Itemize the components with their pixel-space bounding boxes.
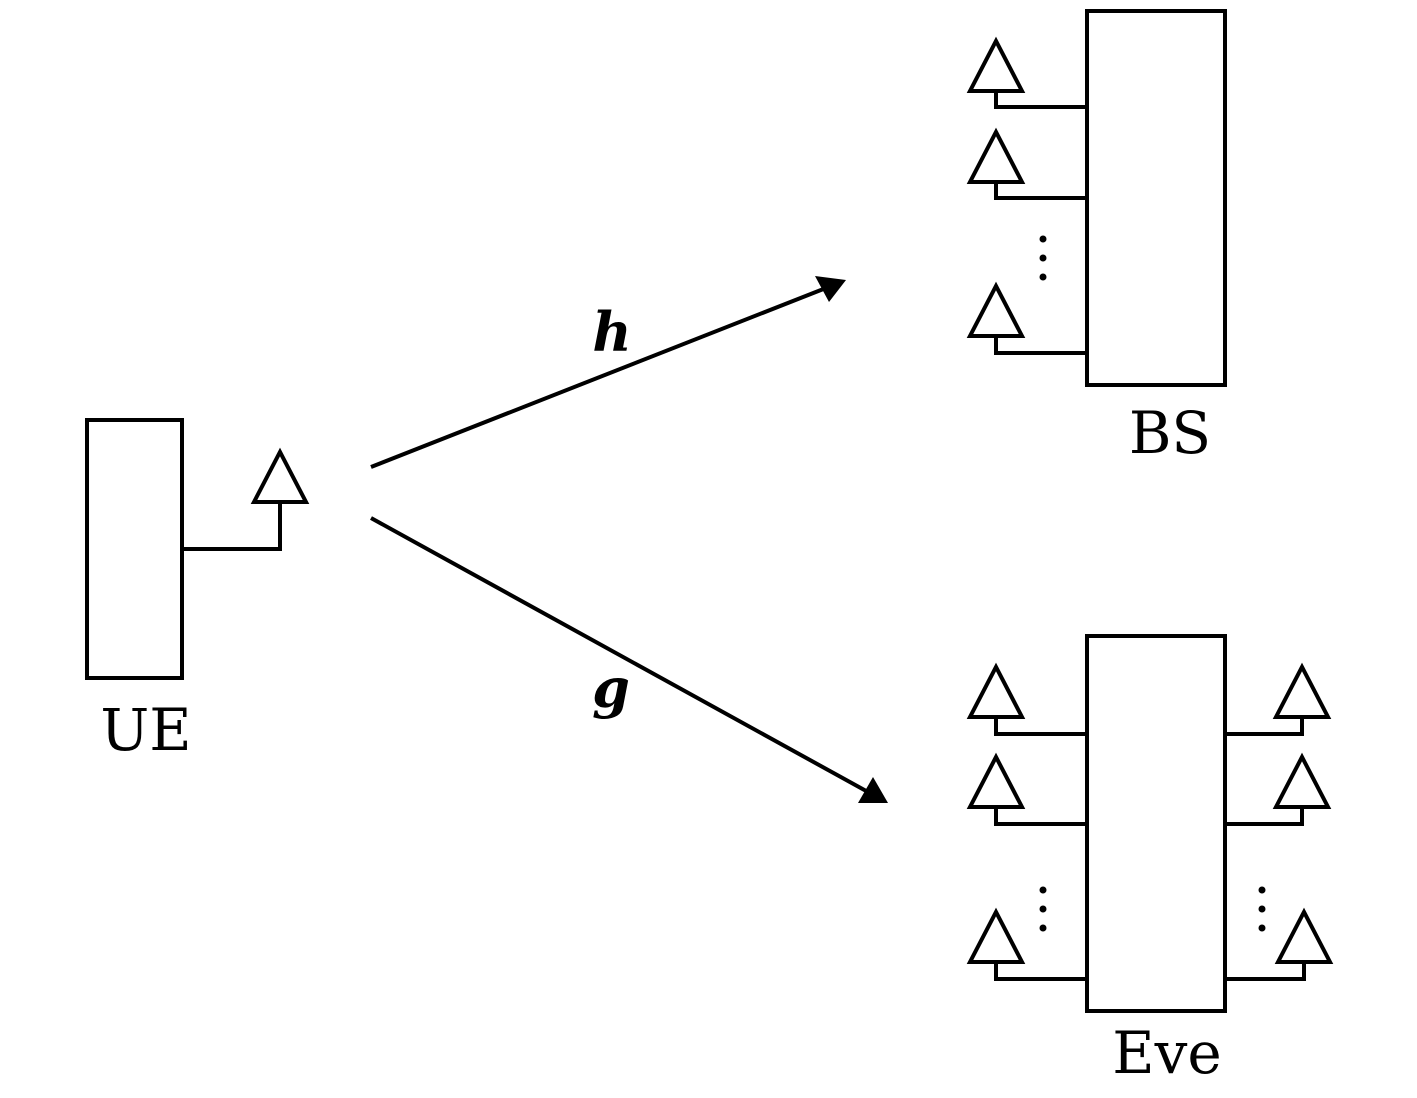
- antenna-icon: [966, 281, 1026, 338]
- channel-g-label: g: [592, 656, 630, 720]
- eve-left-antenna-2: [966, 752, 1087, 826]
- bs-ellipsis-icon: [1039, 235, 1047, 281]
- antenna-icon: [966, 662, 1026, 719]
- eve-right-antenna-n: [1225, 907, 1334, 981]
- eve-antenna-feed: [1225, 962, 1306, 981]
- eve-label: Eve: [1112, 1019, 1221, 1087]
- bs-antenna-feed: [994, 182, 1087, 200]
- bs-antenna-feed: [994, 336, 1087, 355]
- bs-label: BS: [1129, 399, 1211, 467]
- antenna-icon: [1274, 907, 1334, 964]
- eve-antenna-feed: [994, 962, 1087, 981]
- antenna-icon: [1272, 662, 1332, 719]
- ue-node: UE: [85, 418, 310, 764]
- bs-antenna-feed: [994, 91, 1087, 109]
- eve-box: [1085, 634, 1227, 1013]
- ue-box: [85, 418, 184, 680]
- channel-g-arrow: [370, 516, 888, 803]
- bs-box: [1085, 9, 1227, 387]
- ue-antenna-feed: [182, 502, 282, 551]
- antenna-icon: [966, 127, 1026, 184]
- ue-label: UE: [100, 696, 191, 764]
- antenna-icon: [250, 447, 310, 504]
- arrowhead-icon: [858, 777, 888, 803]
- eve-left-antenna-n: [966, 907, 1087, 981]
- eve-right-ellipsis-icon: [1258, 886, 1266, 932]
- channel-h-line: [370, 286, 827, 469]
- eve-left-ellipsis-icon: [1039, 886, 1047, 932]
- channel-h-label: h: [592, 300, 631, 364]
- antenna-icon: [1272, 752, 1332, 809]
- eve-left-antenna-1: [966, 662, 1087, 736]
- antenna-icon: [966, 907, 1026, 964]
- antenna-icon: [966, 36, 1026, 93]
- eve-right-antenna-2: [1225, 752, 1332, 826]
- eve-right-antenna-1: [1225, 662, 1332, 736]
- ue-antenna: [182, 447, 310, 551]
- channel-g-line: [370, 516, 869, 794]
- eve-antenna-feed: [1225, 717, 1304, 736]
- bs-antenna-2: [966, 127, 1087, 200]
- antenna-icon: [966, 752, 1026, 809]
- arrowhead-icon: [815, 276, 846, 302]
- bs-node: BS: [966, 9, 1227, 467]
- bs-antenna-1: [966, 36, 1087, 109]
- channel-h-arrow: [370, 276, 846, 469]
- eve-antenna-feed: [994, 717, 1087, 736]
- eve-antenna-feed: [994, 807, 1087, 826]
- bs-antenna-n: [966, 281, 1087, 355]
- eve-node: Eve: [966, 634, 1334, 1087]
- eve-antenna-feed: [1225, 807, 1304, 826]
